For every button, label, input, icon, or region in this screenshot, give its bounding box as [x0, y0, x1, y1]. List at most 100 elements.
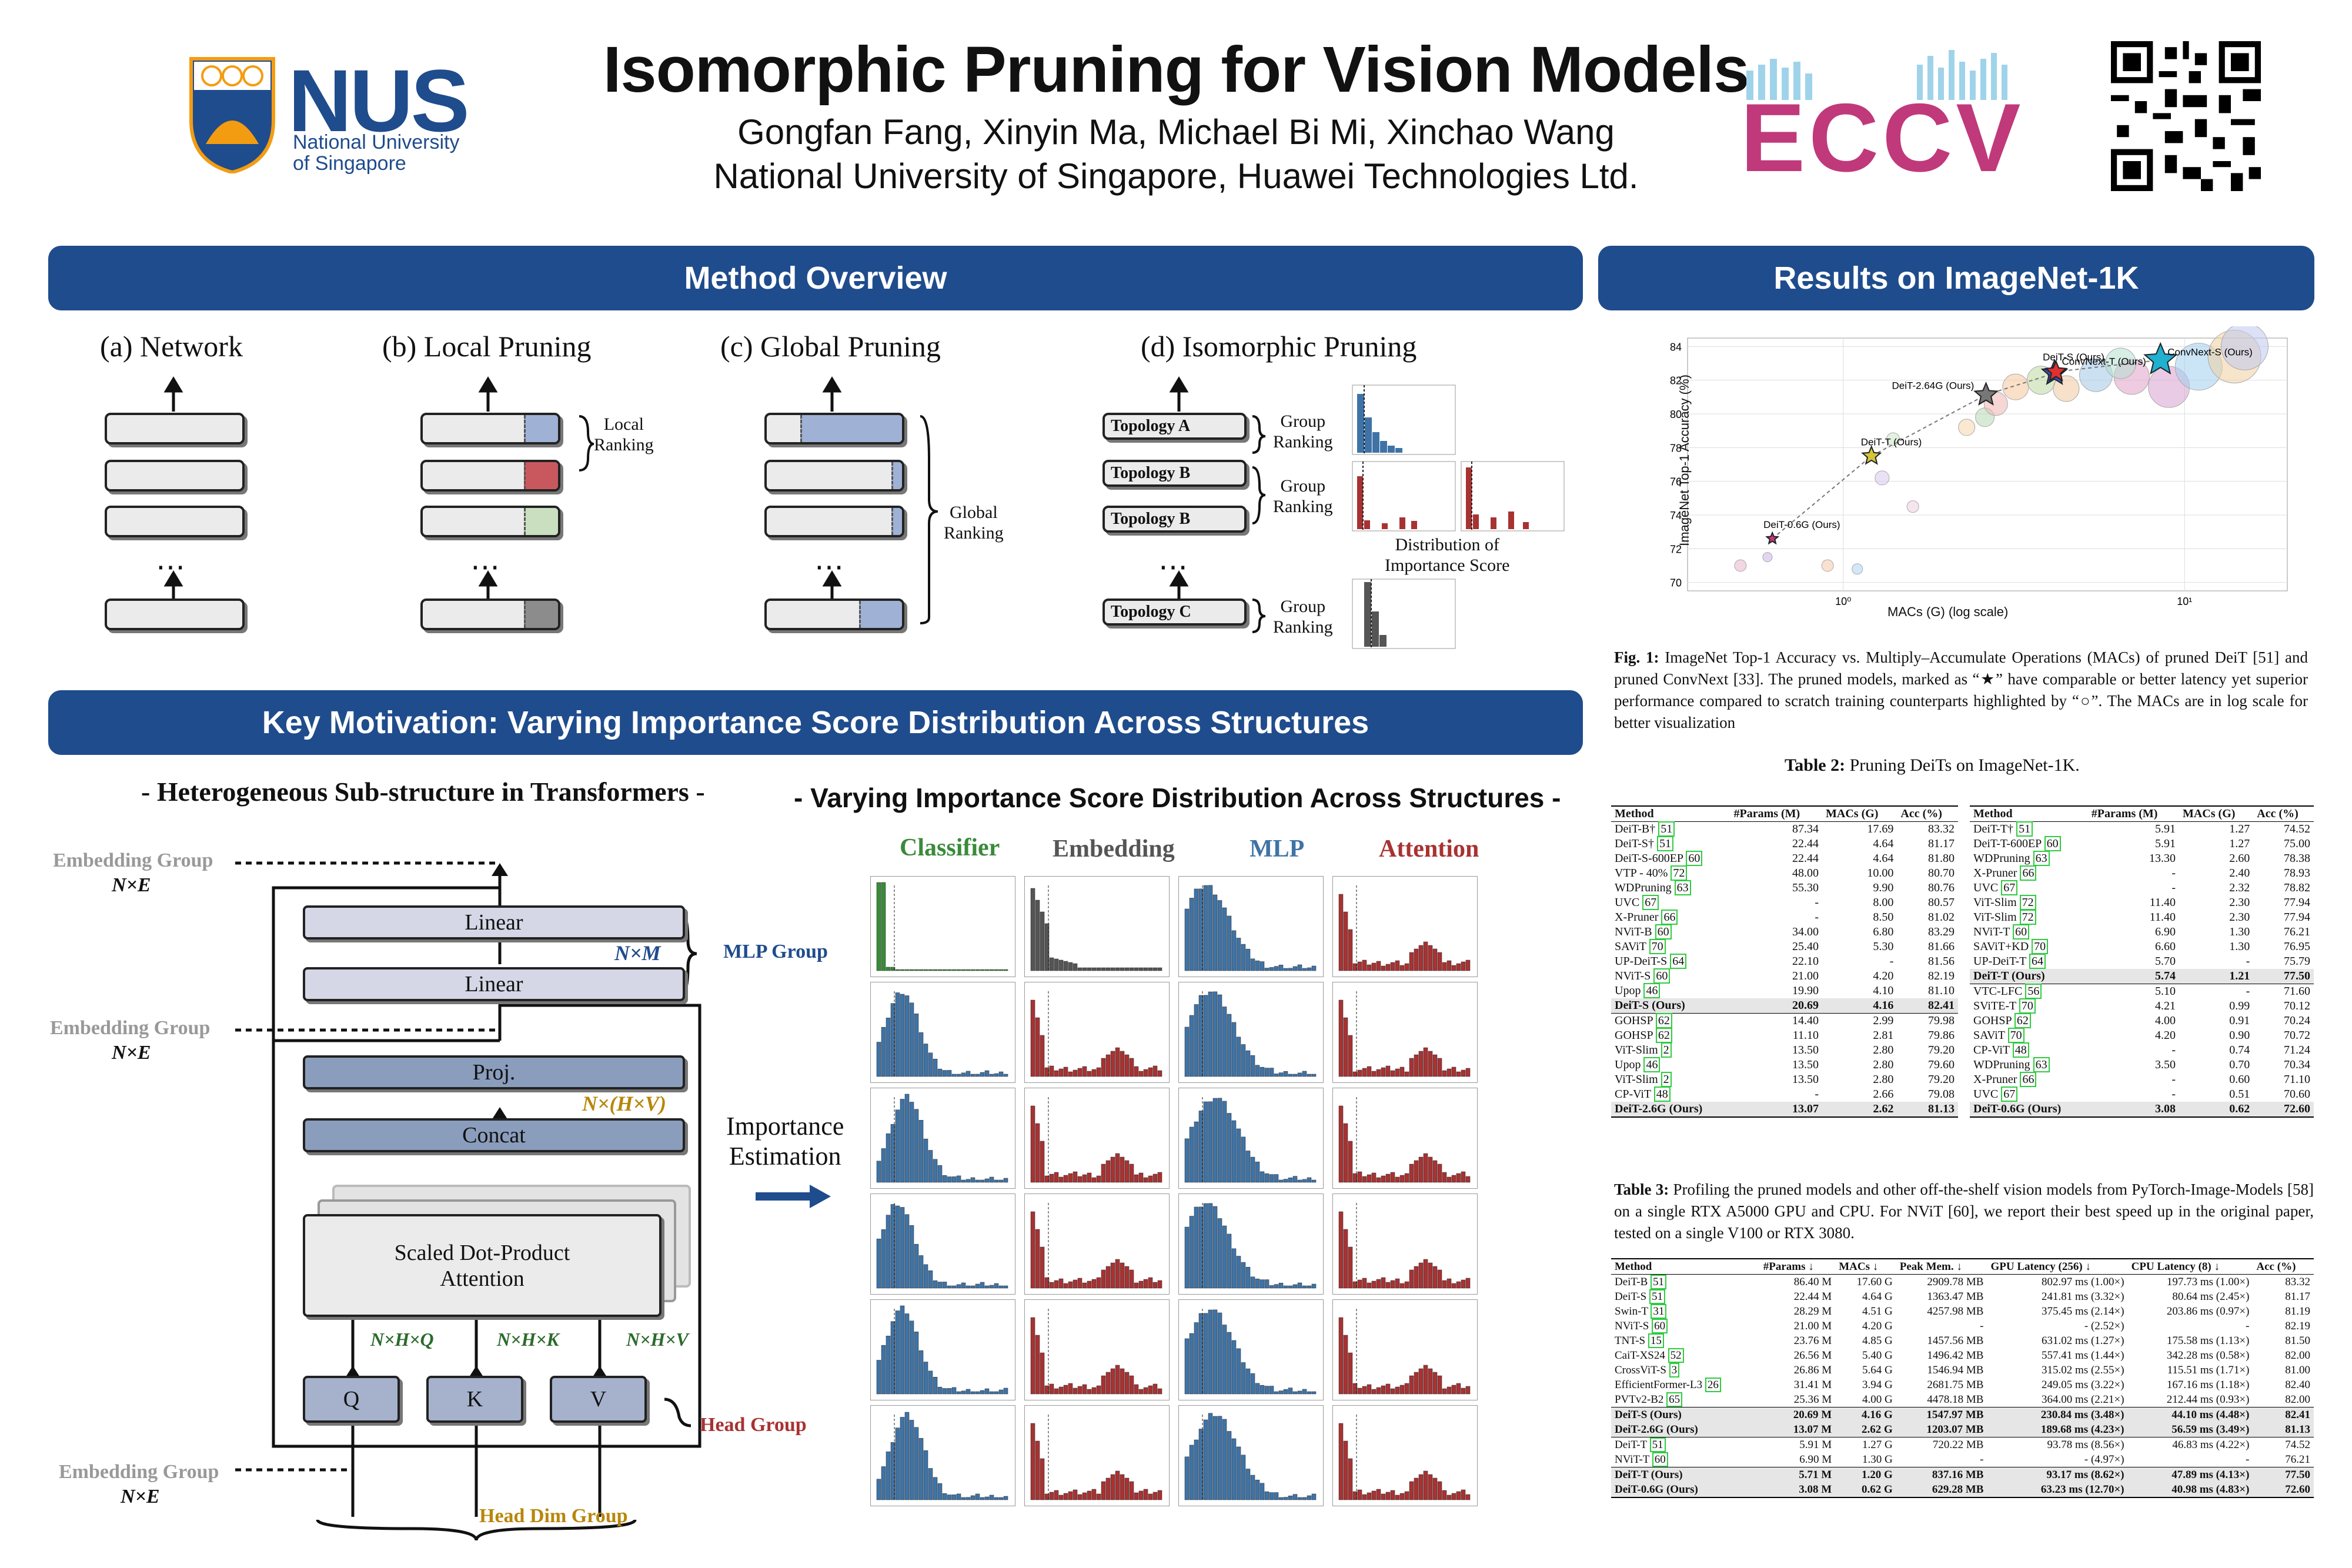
citation-link[interactable]: 60: [1655, 924, 1672, 940]
table-cell: 802.97 ms (1.00×): [2042, 1276, 2124, 1288]
histogram-bar: [1357, 961, 1362, 971]
histogram-bar: [1437, 1375, 1442, 1395]
eccv-skyline-icon: [1746, 50, 2007, 100]
citation-link[interactable]: 67: [1642, 895, 1659, 910]
citation-link[interactable]: 60: [1653, 968, 1671, 984]
citation-link[interactable]: 63: [2033, 851, 2050, 866]
citation-link[interactable]: 60: [1686, 851, 1703, 866]
histogram-bar: [1077, 1494, 1083, 1500]
histogram-bar: [1269, 1174, 1274, 1183]
histogram-bar: [1367, 1174, 1372, 1183]
citation-link[interactable]: 64: [1670, 954, 1687, 969]
y-tick-label: 80: [1670, 409, 1682, 420]
attention-block: Scaled Dot-Product Attention: [303, 1214, 662, 1317]
importance-histogram: [1024, 1088, 1170, 1189]
histogram-bar: [1245, 1266, 1251, 1289]
citation-link[interactable]: 51: [2016, 821, 2033, 837]
importance-histogram: [1024, 1405, 1170, 1506]
histogram-bar: [1399, 1493, 1405, 1500]
histogram-bar: [1307, 1074, 1312, 1077]
citation-link[interactable]: 66: [1661, 910, 1678, 925]
citation-link[interactable]: 31: [1651, 1304, 1667, 1319]
table-cell: 81.17: [2285, 1290, 2310, 1303]
citation-link[interactable]: 46: [1643, 983, 1661, 998]
citation-link[interactable]: 67: [2001, 880, 2018, 895]
histogram-bar: [1105, 1160, 1111, 1183]
histogram-bar: [1120, 1051, 1125, 1077]
citation-link[interactable]: 72: [2019, 895, 2036, 910]
citation-link[interactable]: 70: [2019, 998, 2036, 1014]
citation-link[interactable]: 2: [1661, 1072, 1672, 1087]
citation-link[interactable]: 70: [2032, 939, 2049, 954]
citation-link[interactable]: 51: [1657, 836, 1674, 851]
histogram-bar: [1302, 1071, 1307, 1077]
citation-link[interactable]: 63: [1674, 880, 1691, 895]
method-cell: DeiT-T (Ours): [1611, 1467, 1760, 1482]
citation-link[interactable]: 70: [2007, 1028, 2024, 1043]
table-cell: 8.00: [1873, 896, 1894, 909]
histogram-bar: [1269, 1492, 1274, 1500]
citation-link[interactable]: 72: [2019, 910, 2036, 925]
citation-link[interactable]: 65: [1666, 1392, 1683, 1407]
results-banner: Results on ImageNet-1K: [1598, 246, 2314, 310]
citation-link[interactable]: 51: [1651, 1275, 1667, 1289]
histogram-bar: [1376, 1069, 1381, 1077]
embedding-group-label: Embedding Group: [59, 1461, 219, 1483]
histogram-bar: [965, 969, 971, 971]
citation-link[interactable]: 62: [2014, 1013, 2031, 1028]
citation-link[interactable]: 62: [1655, 1028, 1672, 1043]
ours-star-marker: [1973, 382, 1999, 406]
histogram-bar: [1348, 929, 1353, 971]
citation-link[interactable]: 60: [2013, 924, 2030, 940]
table-cell: 17.69: [1867, 823, 1894, 835]
citation-link[interactable]: 48: [1653, 1086, 1671, 1102]
histogram-bar: [1236, 1128, 1241, 1183]
histogram-bar: [1194, 1004, 1199, 1077]
citation-link[interactable]: 15: [1648, 1333, 1664, 1348]
citation-link[interactable]: 46: [1643, 1057, 1661, 1072]
histogram-bar: [1357, 1279, 1362, 1289]
table-cell: 2.81: [1873, 1029, 1894, 1042]
citation-link[interactable]: 60: [1652, 1452, 1668, 1467]
citation-link[interactable]: 48: [2012, 1042, 2029, 1058]
citation-link[interactable]: 51: [1649, 1289, 1665, 1304]
citation-link[interactable]: 67: [2001, 1086, 2018, 1102]
citation-link[interactable]: 60: [2044, 836, 2061, 851]
histogram-bar: [1138, 1172, 1144, 1183]
citation-link[interactable]: 51: [1658, 821, 1675, 837]
citation-link[interactable]: 63: [2033, 1057, 2050, 1072]
y-tick-label: 84: [1670, 341, 1682, 353]
citation-link[interactable]: 64: [2029, 954, 2046, 969]
table-header: GPU Latency (256) ↓: [1987, 1258, 2128, 1275]
topology-b-block: Topology B: [1102, 460, 1247, 487]
histogram-bar: [1371, 1172, 1377, 1183]
citation-link[interactable]: 72: [1671, 865, 1688, 881]
citation-link[interactable]: 70: [1649, 939, 1666, 954]
histogram-bar: [1091, 1279, 1097, 1289]
citation-link[interactable]: 62: [1655, 1013, 1672, 1028]
histogram-bar: [876, 1360, 881, 1395]
citation-link[interactable]: 66: [2020, 865, 2037, 881]
citation-link[interactable]: 26: [1705, 1378, 1721, 1392]
chart-ylabel: ImageNet Top-1 Accuracy (%): [1677, 375, 1692, 546]
histogram-bar: [1423, 1047, 1428, 1077]
histogram-bar: [994, 1497, 999, 1500]
histogram-bar: [1292, 1176, 1298, 1183]
citation-link[interactable]: 66: [2020, 1072, 2037, 1087]
histogram-bar: [1461, 1489, 1466, 1500]
histogram-bar: [1101, 967, 1106, 971]
citation-link[interactable]: 56: [2025, 984, 2042, 999]
citation-link[interactable]: 2: [1661, 1042, 1672, 1058]
citation-link[interactable]: 60: [1652, 1319, 1668, 1333]
histogram-bar: [1227, 915, 1232, 971]
histogram-bar: [1227, 1332, 1232, 1395]
citation-link[interactable]: 51: [1649, 1437, 1666, 1452]
histogram-bar: [1073, 1388, 1078, 1395]
citation-link[interactable]: 52: [1668, 1348, 1684, 1363]
method-cell: WDPruning 63: [1970, 1057, 2088, 1072]
histogram-bar: [876, 1042, 881, 1077]
histogram-bar: [1465, 1176, 1471, 1183]
citation-link[interactable]: 3: [1669, 1363, 1680, 1378]
